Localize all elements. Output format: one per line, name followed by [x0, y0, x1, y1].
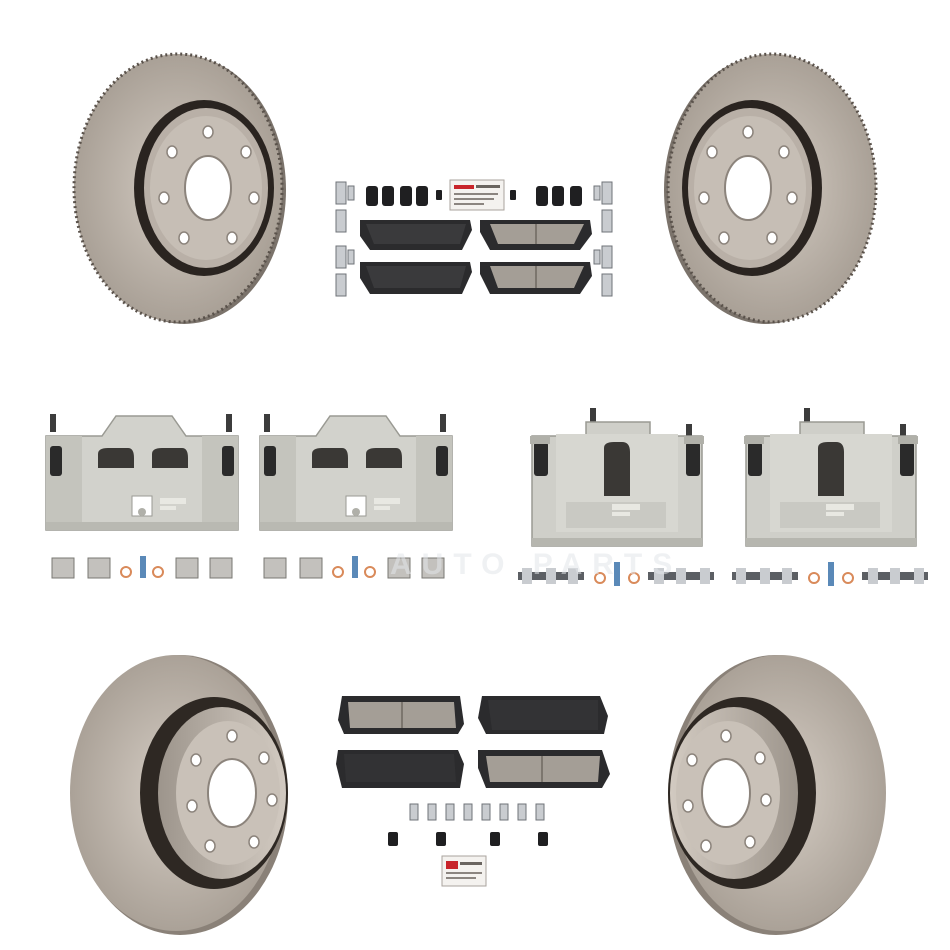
grease-packet-front	[449, 179, 505, 211]
front-rotor-left	[66, 52, 291, 327]
front-caliper-hardware-right	[262, 554, 452, 584]
front-caliper-left	[42, 412, 242, 542]
rear-pad-set	[332, 684, 622, 894]
grease-packet-rear	[441, 855, 487, 887]
watermark-text: AUTO PARTS	[390, 548, 683, 581]
front-caliper-right	[256, 412, 456, 542]
rear-caliper-hardware-right	[730, 562, 930, 590]
front-rotor-right	[660, 52, 885, 327]
rear-caliper-right	[740, 406, 922, 552]
pad-clips-left	[335, 181, 355, 297]
front-pad-set	[330, 176, 620, 306]
rear-caliper-hardware-left	[516, 562, 716, 590]
rear-rotor-left	[64, 650, 294, 940]
front-caliper-hardware-left	[50, 554, 240, 584]
rear-caliper-left	[526, 406, 708, 552]
pad-clips-right	[593, 181, 613, 297]
rear-rotor-right	[662, 650, 892, 940]
